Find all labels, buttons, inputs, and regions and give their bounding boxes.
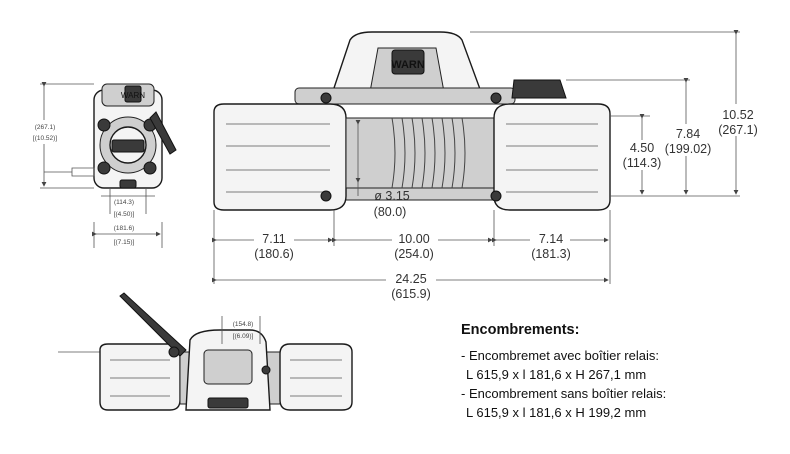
- side-spacing-in: [(4.50)]: [114, 211, 135, 218]
- side-height-mm: (267.1): [35, 124, 56, 131]
- side-width-in: [(7.15)]: [114, 239, 135, 246]
- top-view: [58, 292, 353, 411]
- front-logo: WARN: [391, 59, 425, 71]
- caption-line-4: L 615,9 x l 181,6 x H 199,2 mm: [466, 405, 646, 420]
- caption-line-1: - Encombremet avec boîtier relais:: [461, 348, 659, 363]
- drum-diameter-in: ø 3.15: [374, 189, 409, 203]
- left-segment-mm: (180.6): [254, 247, 294, 261]
- caption: Encombrements: - Encombremet avec boîtie…: [461, 322, 666, 420]
- caption-line-2: L 615,9 x l 181,6 x H 267,1 mm: [466, 367, 646, 382]
- side-view: WARN: [44, 83, 177, 189]
- side-width-mm: (181.6): [114, 225, 135, 232]
- side-logo: WARN: [121, 91, 145, 100]
- front-height-mm: (267.1): [718, 123, 758, 137]
- total-length-in: 24.25: [395, 272, 426, 286]
- front-height-in: 10.52: [722, 108, 753, 122]
- front-view: WARN: [213, 31, 611, 211]
- drum-diameter-mm: (80.0): [374, 205, 407, 219]
- side-view-dimensions: (267.1) [(10.52)] (114.3) [(4.50)] (181.…: [28, 82, 163, 248]
- top-view-dimensions: (154.8) [(6.09)]: [221, 316, 261, 344]
- front-mid-height-in: 7.84: [676, 127, 700, 141]
- front-spacing-mm: (114.3): [623, 156, 662, 170]
- left-segment-in: 7.11: [262, 232, 285, 246]
- total-length-mm: (615.9): [391, 287, 431, 301]
- right-segment-mm: (181.3): [531, 247, 571, 261]
- front-spacing-in: 4.50: [630, 141, 654, 155]
- mid-segment-in: 10.00: [398, 232, 429, 246]
- right-segment-in: 7.14: [539, 232, 563, 246]
- top-depth-mm: (154.8): [233, 321, 254, 328]
- side-height-in: [(10.52)]: [33, 135, 57, 142]
- caption-line-3: - Encombrement sans boîtier relais:: [461, 386, 666, 401]
- front-view-dimensions: 7.11 (180.6) 10.00 (254.0) 7.14 (181.3) …: [212, 30, 760, 301]
- mid-segment-mm: (254.0): [394, 247, 434, 261]
- caption-heading: Encombrements:: [461, 322, 579, 338]
- side-spacing-mm: (114.3): [114, 199, 134, 206]
- top-depth-in: [(6.09)]: [233, 333, 254, 340]
- front-mid-height-mm: (199.02): [665, 142, 712, 156]
